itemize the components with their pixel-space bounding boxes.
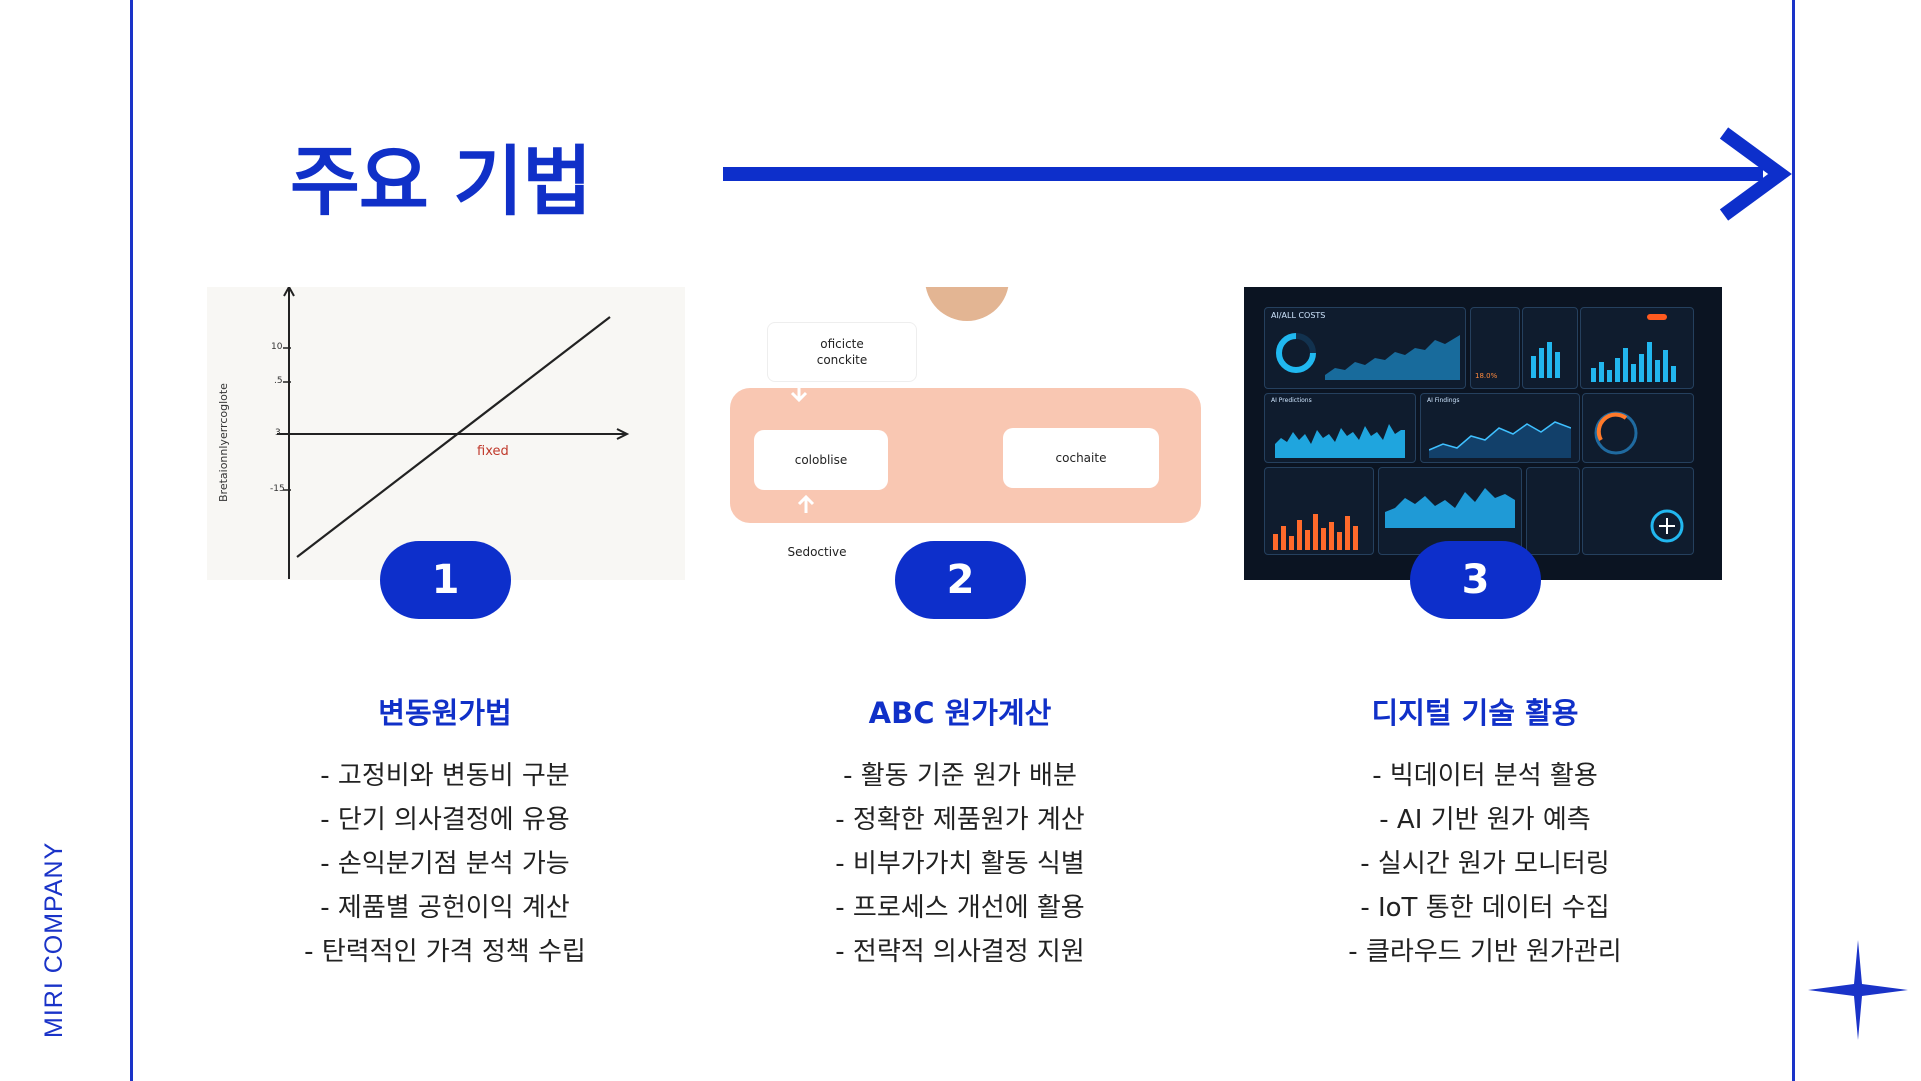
step-badge-3: 3 (1410, 541, 1541, 619)
column-title-abc-costing: ABC 원가계산 (868, 696, 1052, 730)
mini-bar-chart (1531, 342, 1560, 378)
dashboard-panel (1526, 467, 1580, 555)
dashboard-panel (1582, 393, 1694, 463)
blue-area-chart (1385, 488, 1515, 528)
area-chart (1325, 335, 1460, 380)
chart-tick-5: .5 (274, 376, 283, 386)
donut-gauge (1276, 333, 1316, 373)
variable-costing-image: Bretaionnlyerrcoglote 10 .5 3 -15 fixed (207, 287, 685, 580)
list-item: - 제품별 공헌이익 계산 (320, 893, 570, 923)
list-item: - 활동 기준 원가 배분 (843, 761, 1077, 791)
dashboard-panel: AI Predictions (1264, 393, 1416, 463)
column-title-variable-costing: 변동원가법 (378, 696, 512, 730)
list-item: - IoT 통한 데이터 수집 (1360, 893, 1610, 923)
activity-box-right: cochaite (1003, 428, 1159, 488)
arrow-right-icon (723, 127, 1792, 221)
bullet-list-digital-tech: - 빅데이터 분석 활용 - AI 기반 원가 예측 - 실시간 원가 모니터링… (1265, 754, 1705, 974)
bullet-list-abc-costing: - 활동 기준 원가 배분 - 정확한 제품원가 계산 - 비부가가치 활동 식… (740, 754, 1180, 974)
dashboard-panel (1264, 467, 1374, 555)
right-vertical-rule (1792, 0, 1795, 1081)
bar-chart-blue (1275, 424, 1405, 458)
list-item: - 비부가가치 활동 식별 (835, 849, 1085, 879)
list-item: - 손익분기점 분석 가능 (320, 849, 570, 879)
bullet-list-variable-costing: - 고정비와 변동비 구분 - 단기 의사결정에 유용 - 손익분기점 분석 가… (225, 754, 665, 974)
digital-dashboard-image: AI/ALL COSTS 18.0% (1244, 287, 1722, 580)
list-item: - 프로세스 개선에 활용 (835, 893, 1085, 923)
list-item: - 실시간 원가 모니터링 (1360, 849, 1610, 879)
chart-tick-3: 3 (275, 428, 281, 438)
top-circle (925, 287, 1009, 321)
chart-tick-10: 10 (271, 342, 283, 352)
list-item: - 정확한 제품원가 계산 (835, 805, 1085, 835)
dashboard-panel (1582, 467, 1694, 555)
brand-name: MIRI COMPANY (40, 841, 68, 1038)
line-chart (1429, 421, 1571, 458)
dashboard-panel (1522, 307, 1578, 389)
chart-line-label: fixed (477, 444, 509, 459)
dashboard-panel: 18.0% (1470, 307, 1520, 389)
activity-box-top: oficicte conckite (767, 322, 917, 382)
left-vertical-rule (130, 0, 133, 1081)
list-item: - 단기 의사결정에 유용 (320, 805, 570, 835)
step-badge-1: 1 (380, 541, 511, 619)
list-item: - 고정비와 변동비 구분 (320, 761, 570, 791)
radial-gauge (1594, 411, 1638, 455)
dashboard-panel (1580, 307, 1694, 389)
list-item: - 탄력적인 가격 정책 수립 (304, 937, 586, 967)
activity-box-bottom: Sedoctive (777, 527, 857, 577)
arrow-up-icon (797, 494, 815, 513)
list-item: - 클라우드 기반 원가관리 (1348, 937, 1622, 967)
list-item: - 빅데이터 분석 활용 (1372, 761, 1598, 791)
step-badge-2: 2 (895, 541, 1026, 619)
dashboard-panel: AI/ALL COSTS (1264, 307, 1466, 389)
list-item: - 전략적 의사결정 지원 (835, 937, 1085, 967)
dashboard-panel: AI Findings (1420, 393, 1580, 463)
page-title: 주요 기법 (290, 137, 592, 226)
orange-pill (1647, 314, 1667, 320)
orange-bar-chart (1273, 514, 1358, 550)
chart-y-axis-label: Bretaionnlyerrcoglote (217, 383, 230, 502)
sparkle-star-icon (1808, 940, 1908, 1040)
list-item: - AI 기반 원가 예측 (1379, 805, 1591, 835)
activity-box-left: coloblise (754, 430, 888, 490)
dashboard-panel (1378, 467, 1522, 555)
arrow-down-icon (790, 384, 808, 403)
chart-tick-neg15: -15 (270, 484, 285, 494)
bar-chart-orange-blue (1591, 342, 1676, 382)
column-title-digital-tech: 디지털 기술 활용 (1371, 696, 1579, 730)
target-icon (1650, 509, 1684, 543)
abc-costing-image: oficicte conckite coloblise cochaite Sed… (727, 287, 1205, 580)
